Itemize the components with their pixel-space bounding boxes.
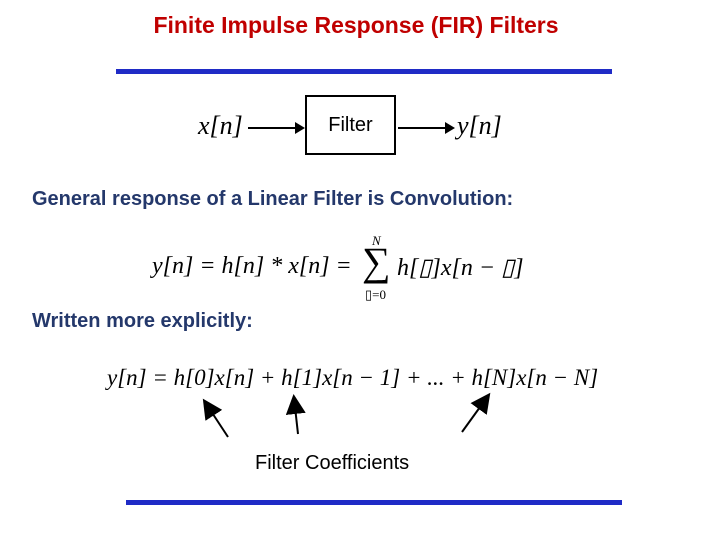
- sum-upper-limit: N: [372, 233, 381, 248]
- slide-title: Finite Impulse Response (FIR) Filters: [153, 12, 559, 38]
- input-arrow: [248, 122, 305, 134]
- sum-lower-limit: ▯=0: [365, 287, 386, 302]
- bottom-divider: [126, 500, 622, 505]
- explicit-equation: y[n] = h[0]x[n] + h[1]x[n − 1] + ... + h…: [107, 365, 599, 390]
- filter-block-label: Filter: [328, 113, 373, 136]
- general-response-text: General response of a Linear Filter is C…: [32, 188, 514, 210]
- output-signal: y[n]: [457, 111, 502, 140]
- filter-coefficients-label: Filter Coefficients: [255, 452, 410, 474]
- written-explicitly-text: Written more explicitly:: [32, 310, 253, 332]
- arrow-to-h0: [202, 398, 229, 438]
- output-arrow: [398, 122, 455, 134]
- input-signal: x[n]: [198, 111, 243, 140]
- top-divider: [116, 69, 612, 74]
- filter-block: Filter: [305, 95, 396, 155]
- sigma-symbol: ∑: [362, 239, 391, 284]
- arrow-to-h1: [285, 394, 306, 435]
- convolution-lhs: y[n] = h[n] * x[n] =: [152, 253, 352, 279]
- arrow-to-hN: [461, 392, 491, 433]
- convolution-summand: h[▯]x[n − ▯]: [397, 255, 524, 281]
